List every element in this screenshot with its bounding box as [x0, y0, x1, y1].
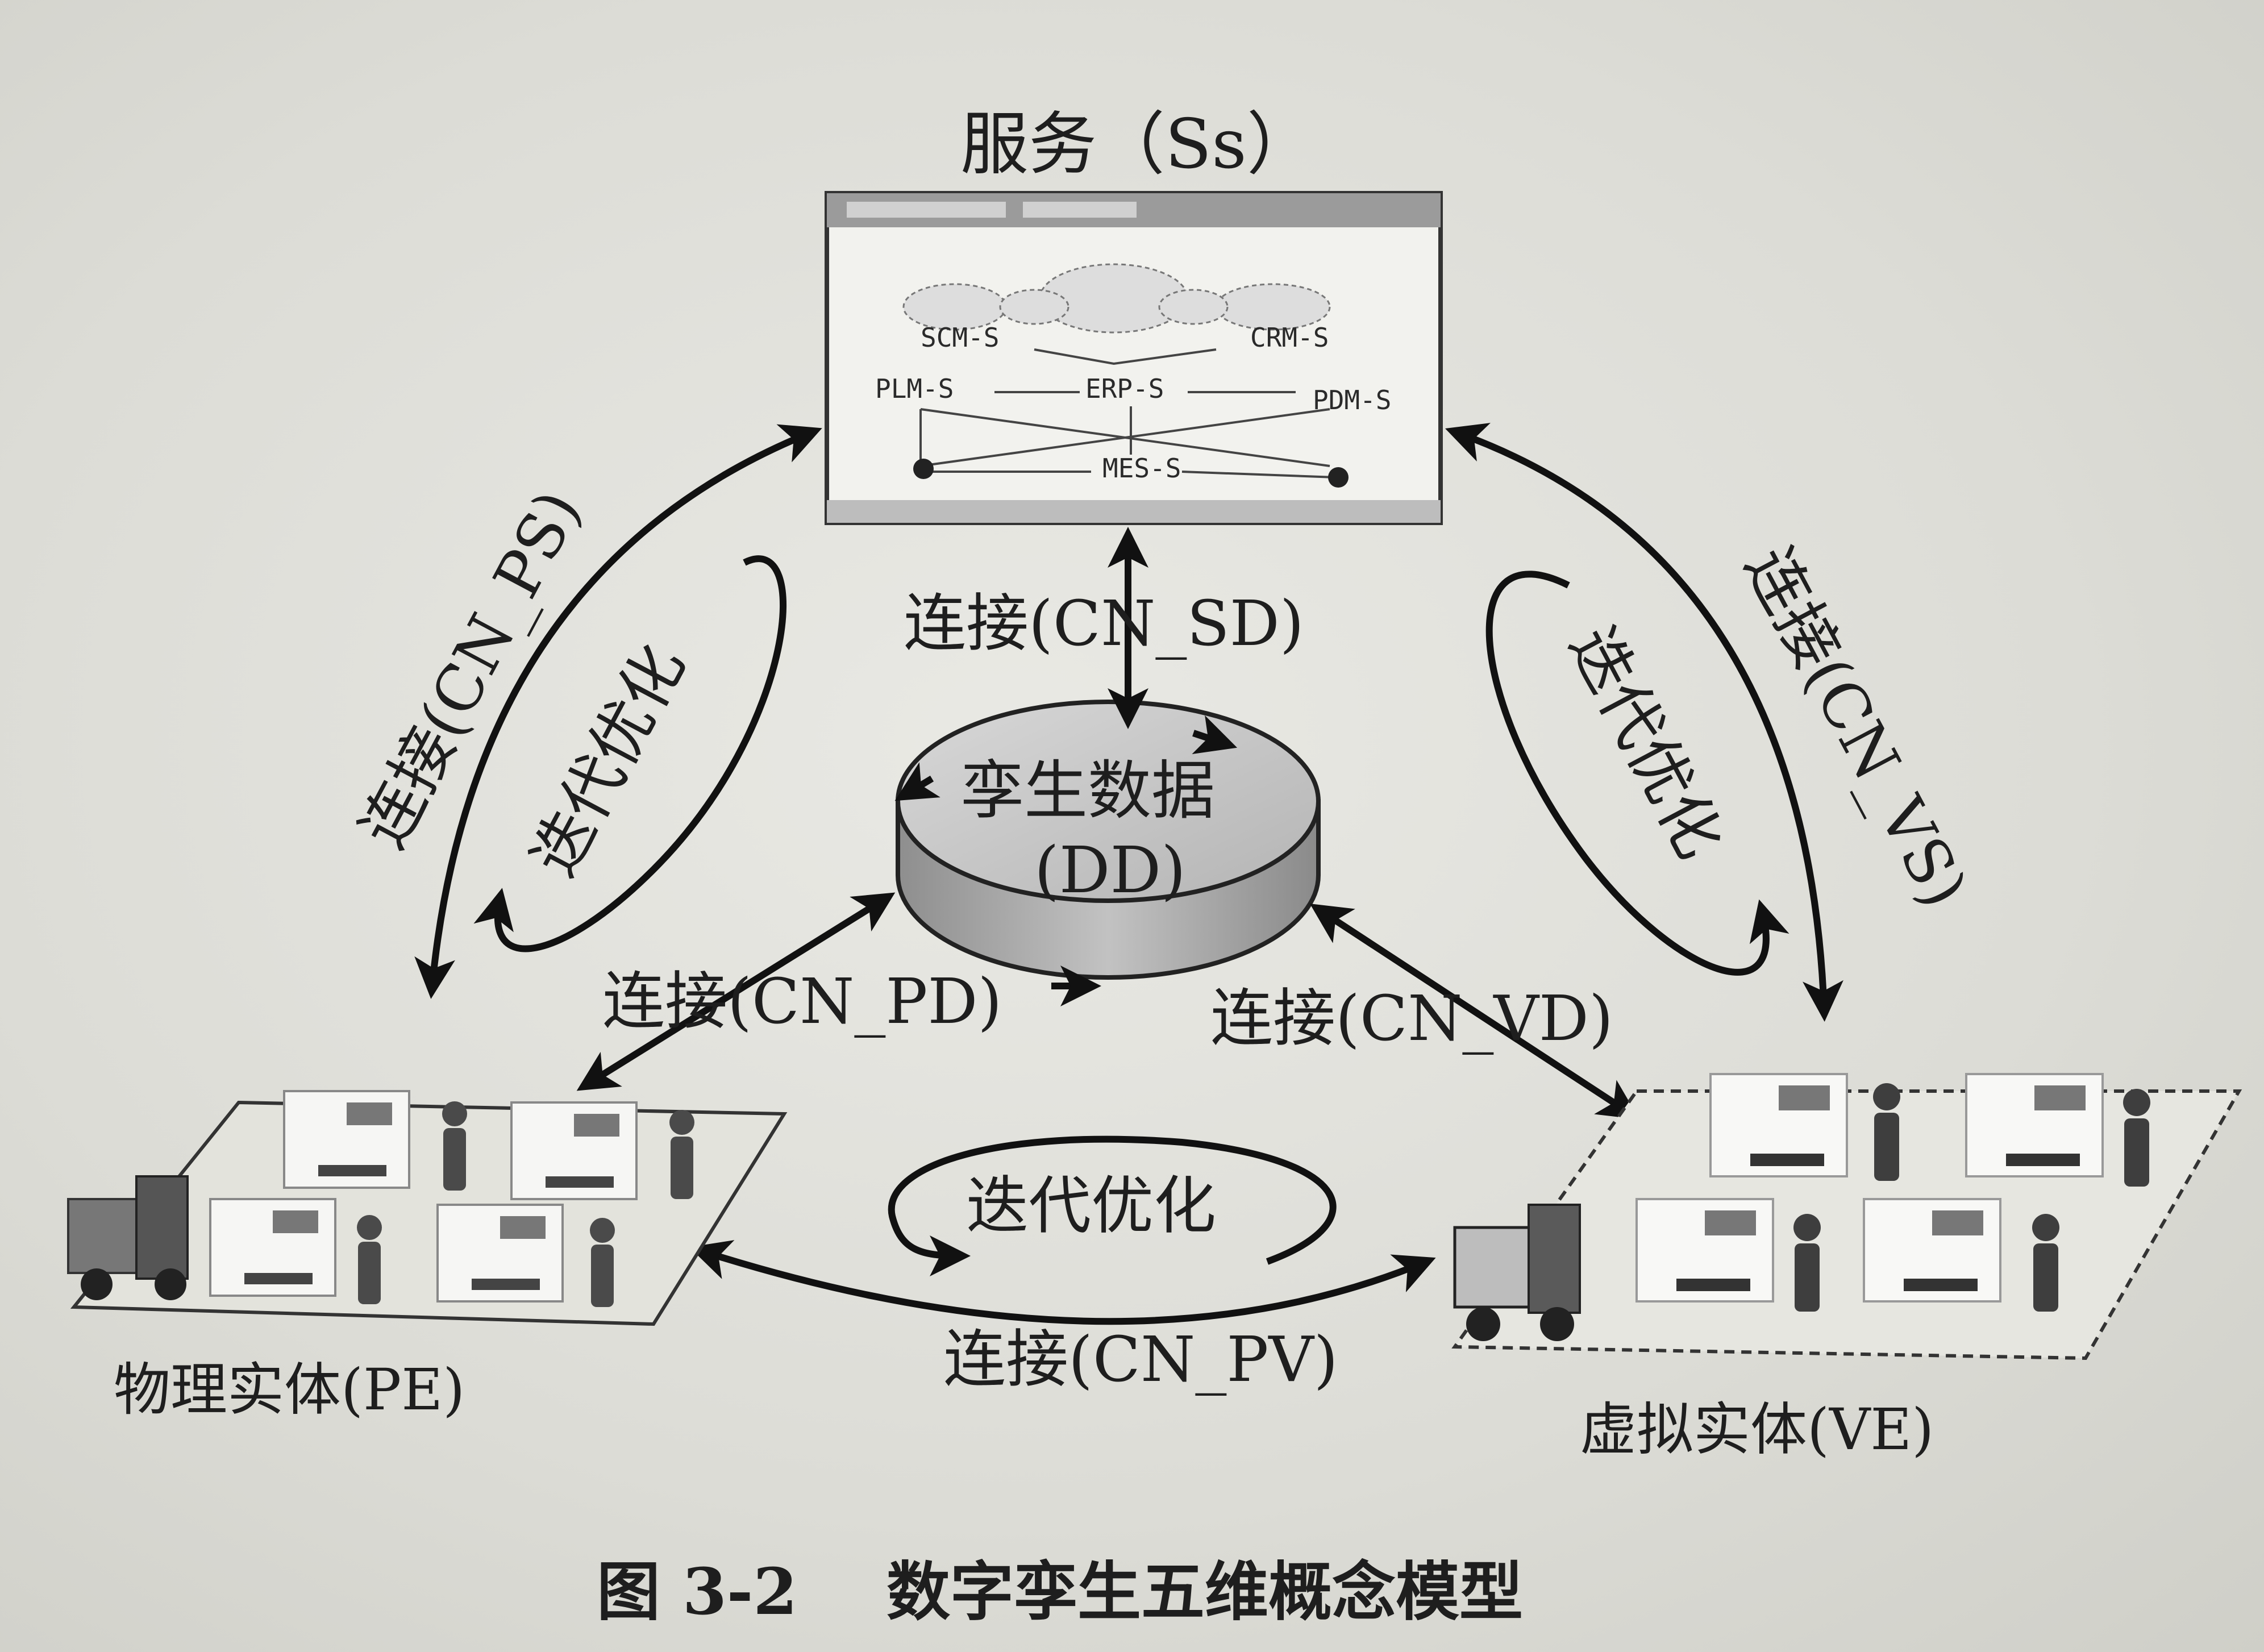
iteration-left: 迭代优化 — [473, 555, 786, 952]
service-window: SCM-S CRM-S PLM-S ERP-S PDM-S MES-S — [825, 191, 1443, 525]
twin-data-abbr: (DD) — [1034, 834, 1186, 908]
virtual-entity-label: 虚拟实体(VE) — [1580, 1396, 1934, 1463]
ve-worker-group — [1793, 1083, 2150, 1312]
pe-worker-group — [357, 1101, 694, 1307]
service-network-lines — [913, 348, 1349, 488]
service-cloud-group — [902, 263, 1331, 334]
pe-forklift-icon — [67, 1175, 189, 1300]
connection-cn-vd: 连接(CN_VD) — [1210, 904, 1640, 1120]
connection-cn-vs: 连接(CN_VS) — [1445, 423, 1982, 1022]
connection-cn-sd: 连接(CN_SD) — [904, 527, 1304, 729]
connection-cn-pd: 连接(CN_PD) — [576, 892, 1002, 1091]
twin-data-label: 孪生数据 — [960, 754, 1215, 828]
iteration-right-label: 迭代优化 — [1555, 615, 1737, 870]
cn-sd-label: 连接(CN_SD) — [904, 587, 1304, 660]
pe-machine-group — [209, 1090, 638, 1303]
service-title-group: 服务（Ss） — [960, 105, 1315, 184]
cn-pd-label: 连接(CN_PD) — [602, 965, 1002, 1038]
figure-caption: 图 3-2 数字孪生五维概念模型 — [597, 1555, 1523, 1629]
twin-data-cylinder: 孪生数据 (DD) — [894, 700, 1321, 1006]
service-node-erp: ERP-S — [1085, 373, 1164, 404]
service-node-scm: SCM-S — [921, 322, 999, 353]
caption-number: 图 3-2 — [597, 1555, 797, 1629]
service-title: 服务（Ss） — [960, 105, 1315, 184]
service-node-mes: MES-S — [1102, 453, 1181, 484]
connection-cn-pv: 连接(CN_PV) — [689, 1240, 1436, 1396]
service-node-plm: PLM-S — [875, 373, 954, 404]
physical-entity: 物理实体(PE) — [67, 1090, 788, 1423]
caption-text: 数字孪生五维概念模型 — [887, 1555, 1523, 1629]
iteration-bottom-label: 迭代优化 — [966, 1170, 1216, 1242]
cn-vd-label: 连接(CN_VD) — [1210, 982, 1613, 1055]
iteration-right: 迭代优化 — [1485, 571, 1789, 976]
ve-forklift-icon — [1453, 1204, 1581, 1341]
virtual-entity: 虚拟实体(VE) — [1451, 1073, 2242, 1463]
cn-pv-label: 连接(CN_PV) — [943, 1323, 1338, 1396]
iteration-bottom: 迭代优化 — [888, 1135, 1337, 1276]
physical-entity-label: 物理实体(PE) — [114, 1356, 465, 1423]
connection-cn-ps: 连接(CN_PS) — [347, 424, 822, 999]
ve-machine-group — [1635, 1073, 2104, 1303]
service-node-crm: CRM-S — [1250, 322, 1329, 353]
